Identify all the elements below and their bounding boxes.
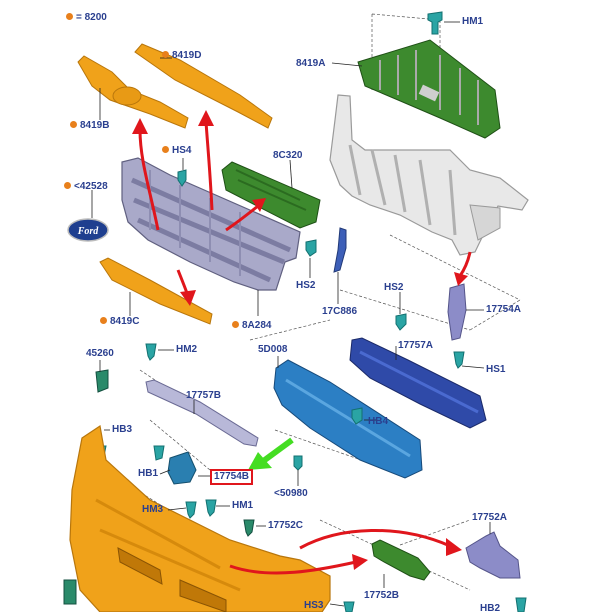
grille-moulding-8419C: [99, 257, 213, 325]
callout-8A284[interactable]: 8A284: [232, 320, 271, 332]
fastener-hm3: [185, 501, 197, 519]
legend-item-8200: = 8200: [66, 12, 107, 24]
fastener-17752C: [243, 519, 255, 537]
callout-hm3[interactable]: HM3: [142, 504, 164, 515]
fastener-hs4: [177, 169, 187, 187]
callout-hs3[interactable]: HS3: [304, 600, 324, 611]
callout-17754A[interactable]: 17754A: [486, 304, 522, 315]
callout-hs2-left[interactable]: HS2: [296, 280, 316, 291]
callout-17757A[interactable]: 17757A: [398, 340, 434, 351]
bracket-17C886: [333, 227, 347, 273]
callout-hm1-bottom[interactable]: HM1: [232, 500, 254, 511]
fastener-hm1-top: [427, 11, 443, 35]
callout-17752B[interactable]: 17752B: [364, 590, 400, 601]
grille-moulding-8419B: [77, 55, 189, 129]
callout-17752C[interactable]: 17752C: [268, 520, 304, 531]
front-bumper-cover: [69, 424, 331, 612]
callout-hs2-right[interactable]: HS2: [384, 282, 404, 293]
callout-hs1[interactable]: HS1: [486, 364, 506, 375]
callout-45260[interactable]: 45260: [86, 348, 114, 359]
bracket-17752A: [465, 531, 521, 579]
orange-dot-icon: [232, 320, 239, 328]
grille-moulding-8419D: [134, 43, 273, 129]
callout-5D008[interactable]: 5D008: [258, 344, 288, 355]
callout-8419A[interactable]: 8419A: [296, 58, 326, 69]
reinforcement-17757A: [349, 337, 487, 429]
callout-hb4[interactable]: HB4: [368, 416, 389, 427]
callout-label: 8419D: [172, 50, 202, 61]
callout-hb2[interactable]: HB2: [480, 603, 501, 614]
callout-label: 8419B: [80, 120, 110, 131]
bracket-17754B: [153, 445, 197, 485]
orange-dot-icon: [64, 181, 71, 189]
callout-17752A[interactable]: 17752A: [472, 512, 508, 523]
orange-dot-icon: [100, 316, 107, 324]
fastener-hm1-bottom: [205, 499, 217, 517]
fastener-hs1: [453, 351, 465, 369]
callout-leader-lines: [91, 21, 491, 607]
ford-logo-emblem: Ford: [67, 218, 109, 242]
bar-17757B: [145, 379, 259, 447]
callout-17C886[interactable]: 17C886: [322, 306, 358, 317]
direction-arrow-green: [248, 437, 294, 470]
callout-label: HS4: [172, 145, 192, 156]
orange-dot-icon: [162, 145, 169, 153]
direction-arrows-red: [132, 110, 472, 575]
bracket-17752B: [371, 539, 431, 581]
callout-hm2[interactable]: HM2: [176, 344, 198, 355]
callout-8C320[interactable]: 8C320: [273, 150, 303, 161]
callout-42528[interactable]: <42528: [64, 181, 108, 193]
radiator-air-deflector-8419A: [357, 39, 501, 139]
callout-17757B[interactable]: 17757B: [186, 390, 222, 401]
fastener-hs2-left: [305, 239, 317, 257]
callout-label: <42528: [74, 181, 108, 192]
callout-hb3[interactable]: HB3: [112, 424, 133, 435]
orange-dot-icon: [70, 120, 77, 128]
bracket-45260: [95, 369, 109, 393]
legend-label: = 8200: [76, 12, 107, 23]
fastener-hm2: [145, 343, 157, 361]
bracket-17754A: [447, 283, 467, 341]
orange-dot-icon: [66, 12, 73, 20]
fastener-hb2: [515, 597, 527, 612]
callout-17754B[interactable]: 17754B: [209, 469, 254, 485]
fastener-50980: [293, 455, 303, 471]
grille-8A284: [121, 157, 301, 291]
callout-8419B[interactable]: 8419B: [70, 120, 109, 132]
ford-logo-text: Ford: [77, 226, 100, 237]
callout-hb1[interactable]: HB1: [138, 468, 159, 479]
callout-label: 8419C: [110, 316, 140, 327]
callout-hm1-top[interactable]: HM1: [462, 16, 484, 27]
fastener-hs2-right: [395, 313, 407, 331]
callout-8419D[interactable]: 8419D: [162, 50, 201, 62]
callout-8419C[interactable]: 8419C: [100, 316, 139, 328]
fastener-hb4: [351, 407, 363, 425]
bumper-clip-left: [63, 579, 77, 605]
callout-label: 8A284: [242, 320, 272, 331]
radiator-support-frame: [329, 94, 529, 256]
callout-hs4[interactable]: HS4: [162, 145, 191, 157]
callout-50980[interactable]: <50980: [274, 488, 308, 499]
shield-8C320: [221, 161, 321, 229]
absorber-5D008: [273, 359, 423, 479]
orange-dot-icon: [162, 50, 169, 58]
fastener-hs3: [343, 601, 355, 612]
